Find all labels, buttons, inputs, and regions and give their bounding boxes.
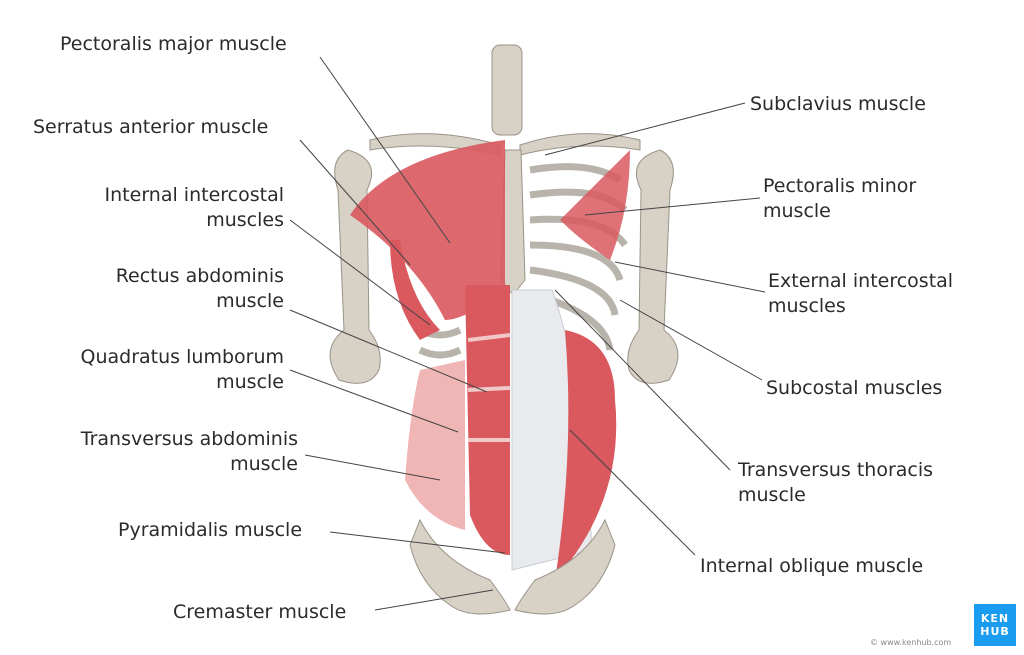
leader-subclavius [544,102,746,156]
leader-pyramidalis [329,531,506,554]
label-text: muscle [216,371,284,393]
label-text: muscle [216,290,284,312]
label-text: muscle [738,484,806,506]
label-rectus-abdominis: Rectus abdominis muscle [116,264,284,314]
label-text: Rectus abdominis [115,265,284,287]
label-text: Subclavius muscle [750,93,926,115]
leader-cremaster [374,589,494,611]
label-pyramidalis: Pyramidalis muscle [118,518,302,543]
serratus-anterior-shape [390,240,440,340]
pectoralis-minor-shape [560,150,630,260]
label-text: Pectoralis minor [763,175,917,197]
label-pectoralis-minor: Pectoralis minor muscle [763,174,916,224]
label-serratus-anterior: Serratus anterior muscle [33,115,268,140]
label-text: Pectoralis major muscle [60,33,287,55]
label-subcostal: Subcostal muscles [766,376,942,401]
label-transversus-thoracis: Transversus thoracis muscle [738,458,933,508]
label-quadratus-lumborum: Quadratus lumborum muscle [81,345,284,395]
leader-internal-intercostal [289,219,431,326]
label-text: muscles [206,209,284,231]
label-text: Transversus thoracis [738,459,934,481]
copyright: © www.kenhub.com [870,638,952,647]
label-subclavius: Subclavius muscle [750,92,926,117]
cervical-spine [491,44,523,136]
leader-serratus-anterior [299,139,411,266]
right-humerus [627,149,679,384]
label-internal-intercostal: Internal intercostal muscles [105,183,284,233]
label-text: muscle [763,200,831,222]
pectoralis-major-shape [350,140,505,320]
logo-text: KEN [980,612,1010,625]
label-text: Transversus abdominis [80,428,298,450]
logo-text: HUB [980,625,1010,638]
leader-transversus-thoracis [554,289,731,471]
label-text: Serratus anterior muscle [33,116,269,138]
leader-subcostal [619,299,763,381]
transversus-abdominis-shape [405,360,465,530]
label-internal-oblique: Internal oblique muscle [700,554,923,579]
internal-oblique-shape [555,330,617,580]
label-pectoralis-major: Pectoralis major muscle [60,32,287,57]
label-text: Internal intercostal [104,184,284,206]
label-transversus-abdominis: Transversus abdominis muscle [81,427,298,477]
label-text: Internal oblique muscle [700,555,924,577]
leader-internal-oblique [569,429,696,556]
label-text: Subcostal muscles [766,377,943,399]
leader-pectoralis-minor [584,197,761,216]
label-text: muscle [230,453,298,475]
leader-lines [289,56,766,611]
leader-quadratus-lumborum [289,369,459,433]
label-external-intercostal: External intercostal muscles [768,269,953,319]
leader-transversus-abdominis [304,454,441,481]
label-text: Pyramidalis muscle [118,519,303,541]
pelvis [409,518,616,615]
leader-rectus-abdominis [289,309,488,393]
label-text: External intercostal [768,270,954,292]
label-text: Cremaster muscle [173,601,347,623]
left-humerus [329,149,381,384]
leader-pectoralis-major [319,56,451,244]
label-cremaster: Cremaster muscle [173,600,346,625]
right-clavicle [519,133,641,156]
label-text: muscles [768,295,846,317]
leader-external-intercostal [614,261,766,293]
rectus-abdominis-shape [465,285,510,555]
label-text: Quadratus lumborum [80,346,284,368]
